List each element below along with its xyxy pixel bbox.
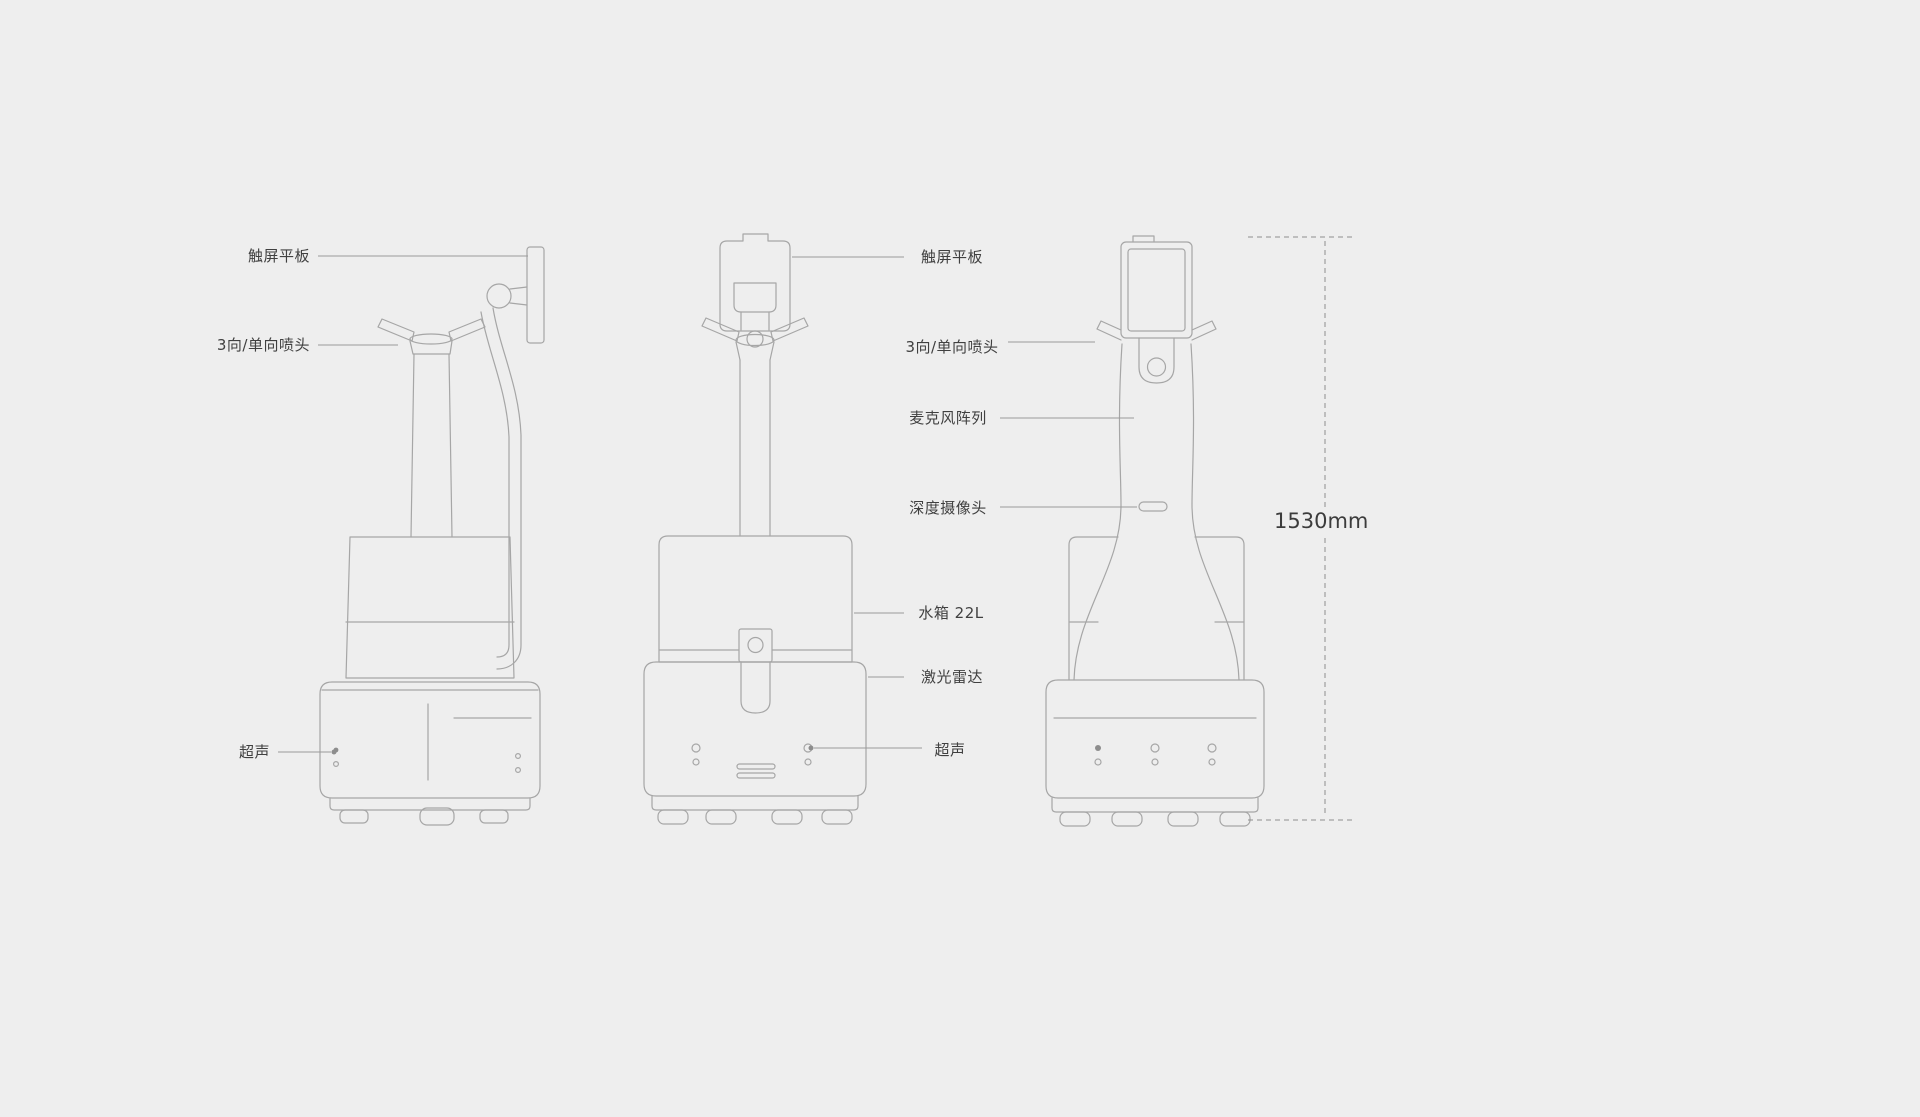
side-ultrasonic-dot: [514, 766, 521, 773]
label-ultrasonic-right: 超声: [934, 741, 966, 759]
label-lidar: 激光雷达: [920, 668, 983, 686]
side-wheel: [419, 807, 455, 826]
front-nozzle-opening: [746, 330, 764, 348]
back-ultrasonic-dot: [1150, 743, 1160, 753]
side-nozzle-top: [409, 333, 453, 345]
front-base-notch: [740, 661, 771, 714]
back-tank-left: [1068, 536, 1119, 681]
front-nozzle-cup: [735, 341, 775, 361]
front-sensor-box: [738, 628, 773, 663]
leader-ultrasonic-right-dot: [808, 745, 814, 751]
back-ultrasonic-dot: [1095, 745, 1101, 751]
back-tank-right: [1194, 536, 1245, 681]
front-tank: [658, 535, 853, 663]
back-ultrasonic-dot: [1094, 758, 1102, 766]
label-ultrasonic-left: 超声: [238, 743, 270, 761]
back-bumper: [1051, 797, 1259, 813]
front-bumper: [651, 795, 859, 811]
back-mount: [1138, 337, 1175, 384]
front-ultrasonic-dot: [691, 743, 701, 753]
front-wheel: [657, 809, 689, 825]
side-bumper: [329, 797, 531, 811]
front-wheel: [771, 809, 803, 825]
label-microphone-array: 麦克风阵列: [909, 409, 987, 427]
back-tablet-tab: [1132, 235, 1155, 243]
dimension-1530mm: [1248, 236, 1352, 821]
front-wheel: [705, 809, 737, 825]
side-column: [410, 353, 453, 538]
front-ultrasonic-dot: [804, 758, 812, 766]
side-tank: [345, 536, 515, 679]
front-base-vent: [736, 763, 776, 770]
back-depth-camera: [1138, 501, 1168, 512]
side-ultrasonic-dot: [333, 760, 340, 767]
label-water-tank: 水箱 22L: [918, 604, 984, 622]
dimension-height-label: 1530mm: [1270, 508, 1373, 534]
side-pipe-outer: [492, 307, 522, 670]
front-mount-stem: [740, 311, 770, 331]
front-ultrasonic-dot: [692, 758, 700, 766]
front-base: [643, 661, 867, 797]
back-body-right: [1190, 343, 1240, 681]
back-wheel: [1059, 811, 1091, 827]
front-tablet: [719, 233, 791, 332]
label-depth-camera: 深度摄像头: [909, 499, 987, 517]
back-wheel: [1111, 811, 1143, 827]
side-tablet-hinge: [486, 283, 512, 309]
leader-lines: [278, 255, 1137, 755]
front-column: [739, 359, 771, 537]
front-nozzle-top: [735, 333, 775, 347]
back-ultrasonic-dot: [1207, 743, 1217, 753]
front-wheel: [821, 809, 853, 825]
back-tablet: [1120, 241, 1193, 339]
back-wheel: [1167, 811, 1199, 827]
side-base: [319, 681, 541, 799]
back-ultrasonic-dot: [1208, 758, 1216, 766]
label-nozzle-left: 3向/单向喷头: [216, 336, 310, 354]
side-ultrasonic-dot: [514, 752, 521, 759]
side-nozzle-cup: [409, 340, 453, 355]
back-nozzle-left-wing: [1096, 320, 1122, 341]
side-wheel: [479, 809, 509, 824]
back-base: [1045, 679, 1265, 799]
front-tablet-bracket: [733, 282, 777, 313]
side-tablet: [526, 246, 545, 344]
front-nozzle-right-wing: [770, 317, 809, 342]
back-tablet-screen: [1127, 248, 1186, 332]
back-wheel: [1219, 811, 1251, 827]
back-mount-joint: [1146, 357, 1167, 377]
robot-side-view: [319, 246, 545, 826]
front-base-vent: [736, 772, 776, 779]
label-touchscreen-left: 触屏平板: [247, 247, 310, 265]
leader-ultrasonic-left-dot: [331, 749, 337, 755]
side-pipe-inner: [480, 311, 510, 658]
front-sensor-lens: [747, 636, 764, 654]
back-body-left: [1073, 343, 1123, 681]
back-nozzle-right-wing: [1191, 320, 1217, 341]
label-nozzle-right: 3向/单向喷头: [905, 338, 999, 356]
side-nozzle-left-wing: [377, 318, 415, 342]
label-touchscreen-right: 触屏平板: [920, 248, 983, 266]
back-ultrasonic-dot: [1151, 758, 1159, 766]
robot-front-view: [643, 233, 867, 825]
side-tablet-bracket: [509, 286, 528, 306]
side-nozzle-right-wing: [448, 318, 486, 342]
front-nozzle-left-wing: [701, 317, 740, 342]
robot-back-view: [1045, 235, 1265, 827]
side-wheel: [339, 809, 369, 824]
